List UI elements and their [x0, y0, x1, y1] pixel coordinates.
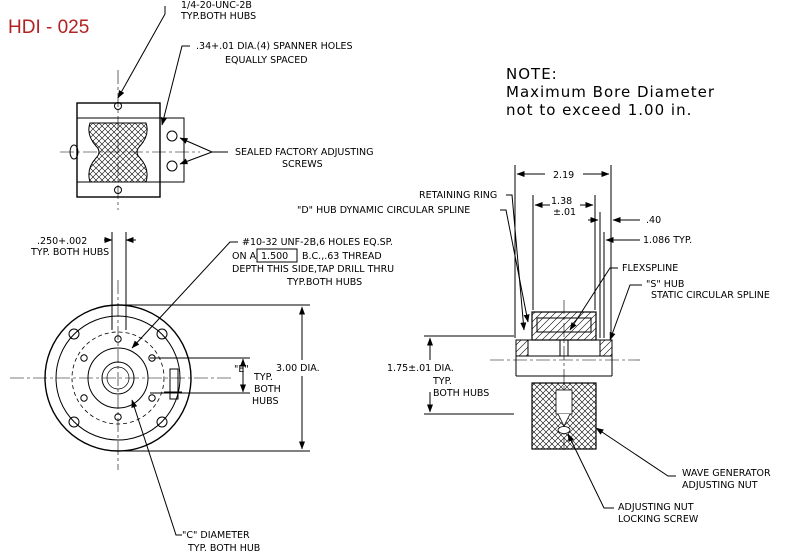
label-dim-219: 2.19 — [553, 170, 574, 181]
label-holes-2-post: B.C.,.63 THREAD — [302, 251, 382, 262]
label-holes-2-pre: ON A — [232, 251, 257, 262]
label-thread-hubs-1: 1/4-20-UNC-2B — [181, 0, 252, 11]
front-circular-view — [10, 280, 232, 470]
label-holes-1: #10-32 UNF-2B,6 HOLES EQ.SP. — [242, 237, 393, 248]
label-dia-300: 3.00 DIA. — [276, 363, 320, 374]
label-wave-1: WAVE GENERATOR — [682, 468, 771, 479]
label-dim-175-3: BOTH HUBS — [433, 388, 489, 399]
drawing-title: HDI - 025 — [8, 17, 89, 38]
label-dim-250-2: TYP. BOTH HUBS — [30, 247, 109, 258]
adjusting-screw-upper — [166, 130, 178, 142]
note-heading: NOTE: — [506, 65, 558, 83]
label-e-4: HUBS — [252, 396, 278, 407]
label-d-hub: "D" HUB DYNAMIC CIRCULAR SPLINE — [297, 205, 470, 216]
label-spanner-2: EQUALLY SPACED — [225, 55, 308, 66]
label-wave-2: ADJUSTING NUT — [682, 480, 758, 491]
adjusting-screw-lower — [166, 160, 178, 172]
label-e-3: BOTH — [254, 384, 281, 395]
d-hub-section — [531, 311, 597, 341]
label-dim-175-1: 1.75±.01 DIA. — [387, 363, 454, 374]
label-e-2: TYP. — [253, 372, 273, 383]
label-dim-138-tol: ±.01 — [553, 207, 576, 218]
label-retaining-ring: RETAINING RING — [419, 190, 497, 201]
label-c-2: TYP. BOTH HUB — [187, 543, 260, 554]
label-sealed-1: SEALED FACTORY ADJUSTING — [235, 147, 374, 158]
note-line-2: not to exceed 1.00 in. — [506, 101, 692, 119]
flexspline-core-section — [88, 122, 148, 183]
label-holes-2-box: 1.500 — [261, 251, 288, 262]
label-holes-3: DEPTH THIS SIDE,TAP DRILL THRU — [232, 264, 394, 275]
label-dim-250-1: .250+.002 — [37, 236, 87, 247]
label-spanner-1: .34+.01 DIA.(4) SPANNER HOLES — [196, 41, 353, 52]
section-view — [490, 300, 640, 450]
label-nut-2: LOCKING SCREW — [618, 514, 699, 525]
label-nut-1: ADJUSTING NUT — [618, 502, 694, 513]
label-dim-40: .40 — [646, 215, 661, 226]
note-line-1: Maximum Bore Diameter — [506, 83, 715, 101]
label-s-hub-1: "S" HUB — [646, 279, 684, 290]
label-c-1: "C" DIAMETER — [182, 530, 250, 541]
label-dim-175-2: TYP. — [432, 376, 452, 387]
label-s-hub-2: STATIC CIRCULAR SPLINE — [651, 290, 770, 301]
label-e-1: "E" — [234, 364, 249, 375]
label-thread-hubs-2: TYP.BOTH HUBS — [180, 11, 256, 22]
label-dim-1086: 1.086 TYP. — [643, 235, 692, 246]
label-flexspline: FLEXSPLINE — [622, 263, 678, 274]
top-side-view — [60, 70, 200, 210]
note-block: NOTE: Maximum Bore Diameter not to excee… — [506, 65, 715, 119]
label-holes-4: TYP.BOTH HUBS — [286, 277, 362, 288]
label-sealed-2: SCREWS — [282, 159, 323, 170]
label-dim-138: 1.38 — [551, 196, 572, 207]
